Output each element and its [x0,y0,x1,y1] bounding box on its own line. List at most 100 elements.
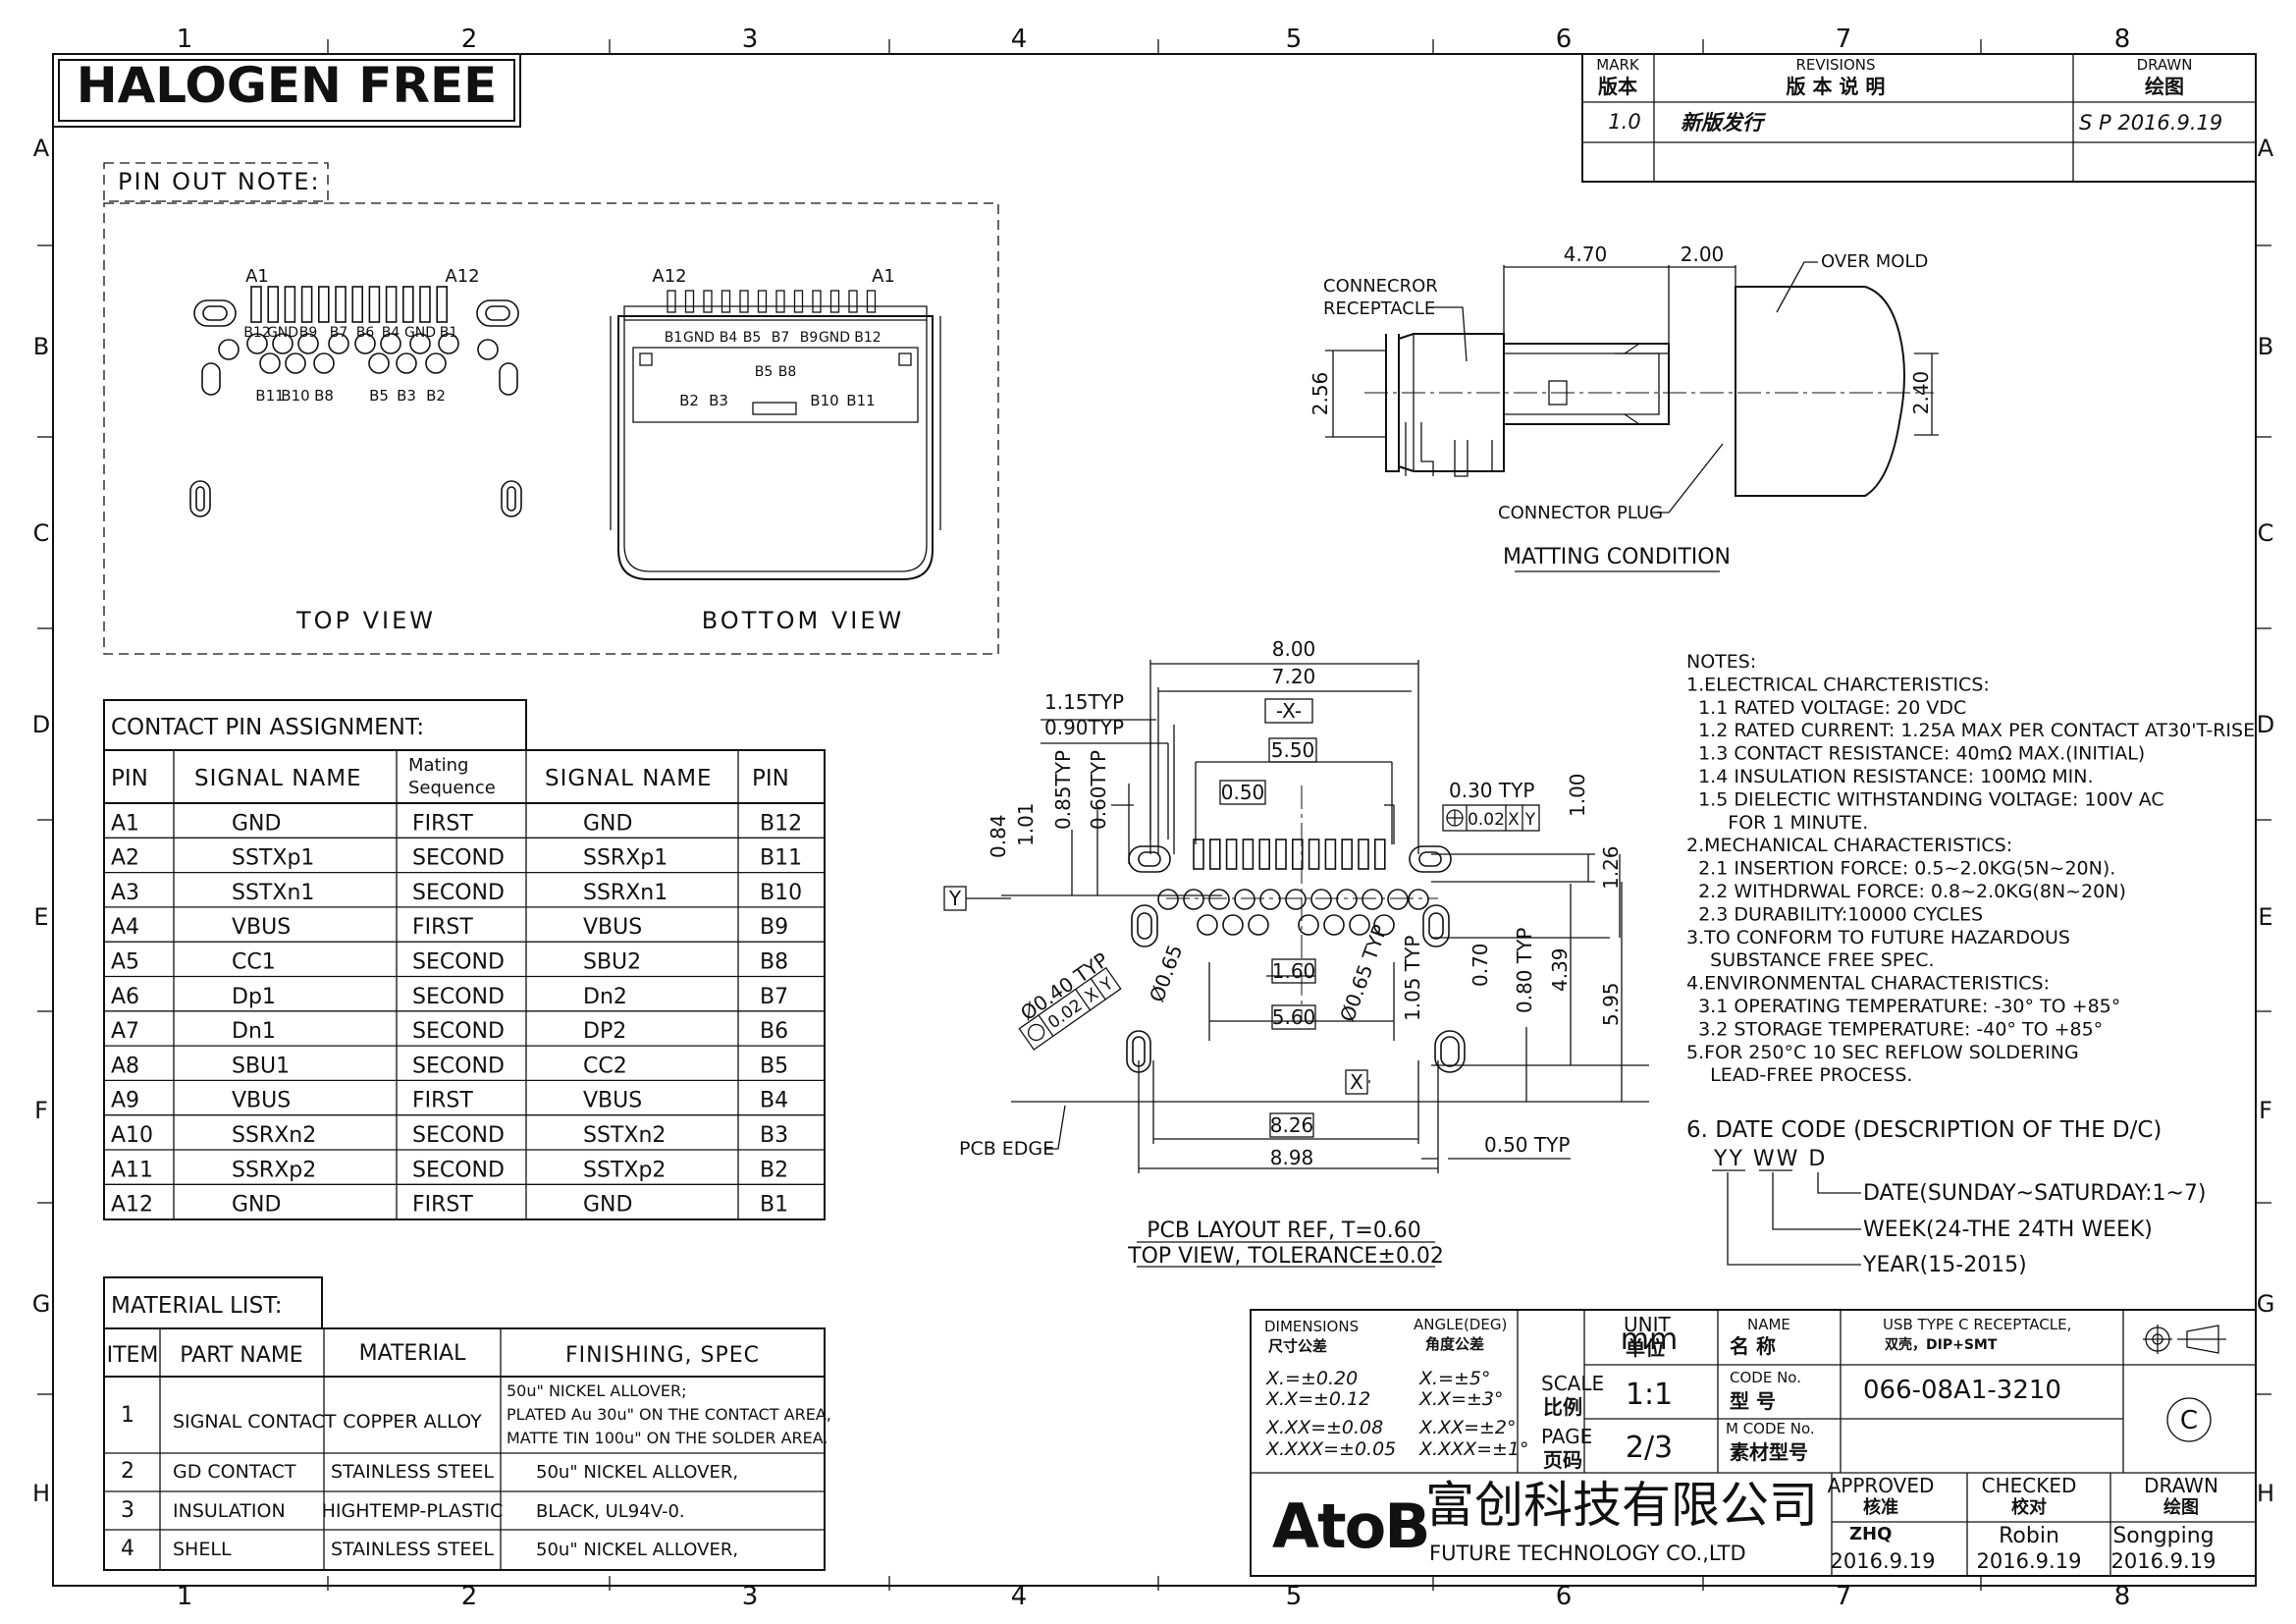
table-cell: SSTXp1 [232,846,314,871]
material-item: 3 [121,1498,134,1523]
pcb-dim-090: 0.90TYP [1044,716,1124,739]
b-pad [285,352,306,374]
top-row1-label: B4 [382,325,400,341]
pcb-layout: 8.00 7.20 -X- 5.50 0.50 1.15TYP 0.90TYP … [943,637,1649,1269]
tb-approved-label: APPROVED [1828,1474,1935,1497]
material-part: SHELL [173,1539,232,1560]
tb-name-val1: USB TYPE C RECEPTACLE, [1883,1316,2071,1333]
b-pad [354,333,376,354]
note-line: 2.1 INSERTION FORCE: 0.5~2.0KG(5N~20N). [1686,858,2115,880]
tb-approved-cn: 核准 [1863,1496,1898,1518]
bot-row2-label: B2 [679,392,699,409]
grid-row-right: C [2258,519,2274,547]
grid-row-right: A [2258,135,2274,162]
table-cell: SSTXn2 [583,1123,666,1148]
grid-row-right: B [2258,333,2273,360]
tb-page-val: 2/3 [1626,1431,1673,1465]
mate-dim-240: 2.40 [1909,371,1933,415]
material-material: COPPER ALLOY [343,1411,482,1433]
material-part: SIGNAL CONTACT [173,1411,337,1433]
pcb-dim-439: 4.39 [1548,947,1572,992]
date-code-format: YY WW D [1713,1147,1827,1171]
grid-col-top: 1 [177,25,193,54]
grid-col-bottom: 6 [1556,1582,1573,1611]
pcb-dim-065a: Ø0.65 [1145,942,1187,1005]
pcb-smd-pad [1193,839,1204,870]
pcb-smd-pad [1209,839,1221,870]
notes: NOTES:1.ELECTRICAL CHARCTERISTICS: 1.1 R… [1686,651,2255,1277]
note-line: 1.2 RATED CURRENT: 1.25A MAX PER CONTACT… [1686,720,2255,741]
grid-row-right: D [2257,711,2274,738]
tb-ang-label: ANGLE(DEG) [1414,1316,1507,1333]
note-line: 3.1 OPERATING TEMPERATURE: -30° TO +85° [1686,996,2120,1017]
pcb-via-pad [1349,914,1370,936]
date-code-y: YEAR(15-2015) [1862,1253,2027,1277]
a-pad [385,286,398,323]
table-cell: SBU1 [232,1054,290,1078]
table-cell: A11 [111,1158,153,1182]
pcb-via-pad [1387,889,1409,910]
tol-ang: X.XXX=±1° [1418,1438,1529,1460]
tb-drawn-cn: 绘图 [2163,1496,2199,1518]
tb-scale-cn: 比例 [1543,1395,1582,1419]
pcb-datum-x2: X [1350,1070,1363,1094]
pcb-dim-105: 1.05 TYP [1401,936,1424,1021]
rev-row-drawn: S P 2016.9.19 [2079,111,2222,135]
top-row1-label: B12 [243,325,270,341]
rev-mark-cn: 版本 [1598,75,1637,98]
mate-receptacle-l1: CONNECROR [1323,276,1438,297]
pcb-dim-898: 8.98 [1270,1146,1314,1169]
tb-code-cn: 型 号 [1730,1389,1776,1413]
grid-row-left: G [32,1290,51,1318]
note-line: 1.5 DIELECTIC WITHSTANDING VOLTAGE: 100V… [1686,788,2164,810]
pcb-dim-070: 0.70 [1468,943,1492,987]
grid-col-top: 7 [1836,25,1852,54]
material-spec: PLATED Au 30u" ON THE CONTACT AREA, [507,1405,831,1424]
grid-col-bottom: 7 [1836,1582,1852,1611]
pcb-dim-126: 1.26 [1599,845,1623,890]
pcb-datum-x: -X- [1276,699,1302,723]
table-cell: GND [583,811,632,836]
b-pad [259,352,281,374]
tb-mcode-cn: 素材型号 [1730,1440,1808,1464]
b-pad [409,333,431,354]
a-pad [300,286,313,323]
a-pad [317,286,330,323]
b-pad [328,333,349,354]
rev-drawn-cn: 绘图 [2145,75,2184,98]
top-row1-label: GND [267,325,298,341]
tb-checked-label: CHECKED [1982,1474,2077,1497]
table-cell: DP2 [583,1019,626,1044]
rev-revisions-cn: 版 本 说 明 [1787,75,1886,98]
mating-condition: 4.70 2.00 2.56 2.40 CONNECROR RECEPTACLE… [1308,243,1939,572]
note-line: 4.ENVIRONMENTAL CHARACTERISTICS: [1686,973,2050,995]
tb-approved-name: ZHQ [1849,1524,1892,1544]
pcb-dim-060: 0.60TYP [1087,750,1110,830]
grid-col-bottom: 3 [742,1582,759,1611]
grid-col-bottom: 5 [1286,1582,1303,1611]
table-cell: SSRXn2 [232,1123,316,1148]
table-cell: A1 [111,811,139,836]
bot-row1-label: GND [819,330,850,346]
pcb-via-pad [1208,889,1230,910]
tb-mcode-label: M CODE No. [1726,1420,1815,1437]
table-cell: SSTXn1 [232,881,314,905]
b-pad [368,352,390,374]
note-line: LEAD-FREE PROCESS. [1686,1064,1912,1086]
pcb-smd-pad [1292,839,1304,870]
a-pad [401,286,414,323]
tb-name-label: NAME [1747,1316,1790,1333]
grid-row-left: C [33,519,50,547]
pcb-via-pad [1285,889,1307,910]
b-pad [297,333,319,354]
halogen-free-banner: HALOGEN FREE [52,53,521,128]
table-cell: Dn1 [232,1019,276,1044]
top-row1-label: GND [404,325,436,341]
grid-row-left: A [33,135,50,162]
table-cell: A2 [111,846,139,871]
ml-h-material: MATERIAL [359,1341,466,1366]
pcb-dim-720: 7.20 [1272,665,1316,688]
bot-row1-label: B9 [800,330,819,346]
tb-ang-cn: 角度公差 [1425,1335,1484,1353]
